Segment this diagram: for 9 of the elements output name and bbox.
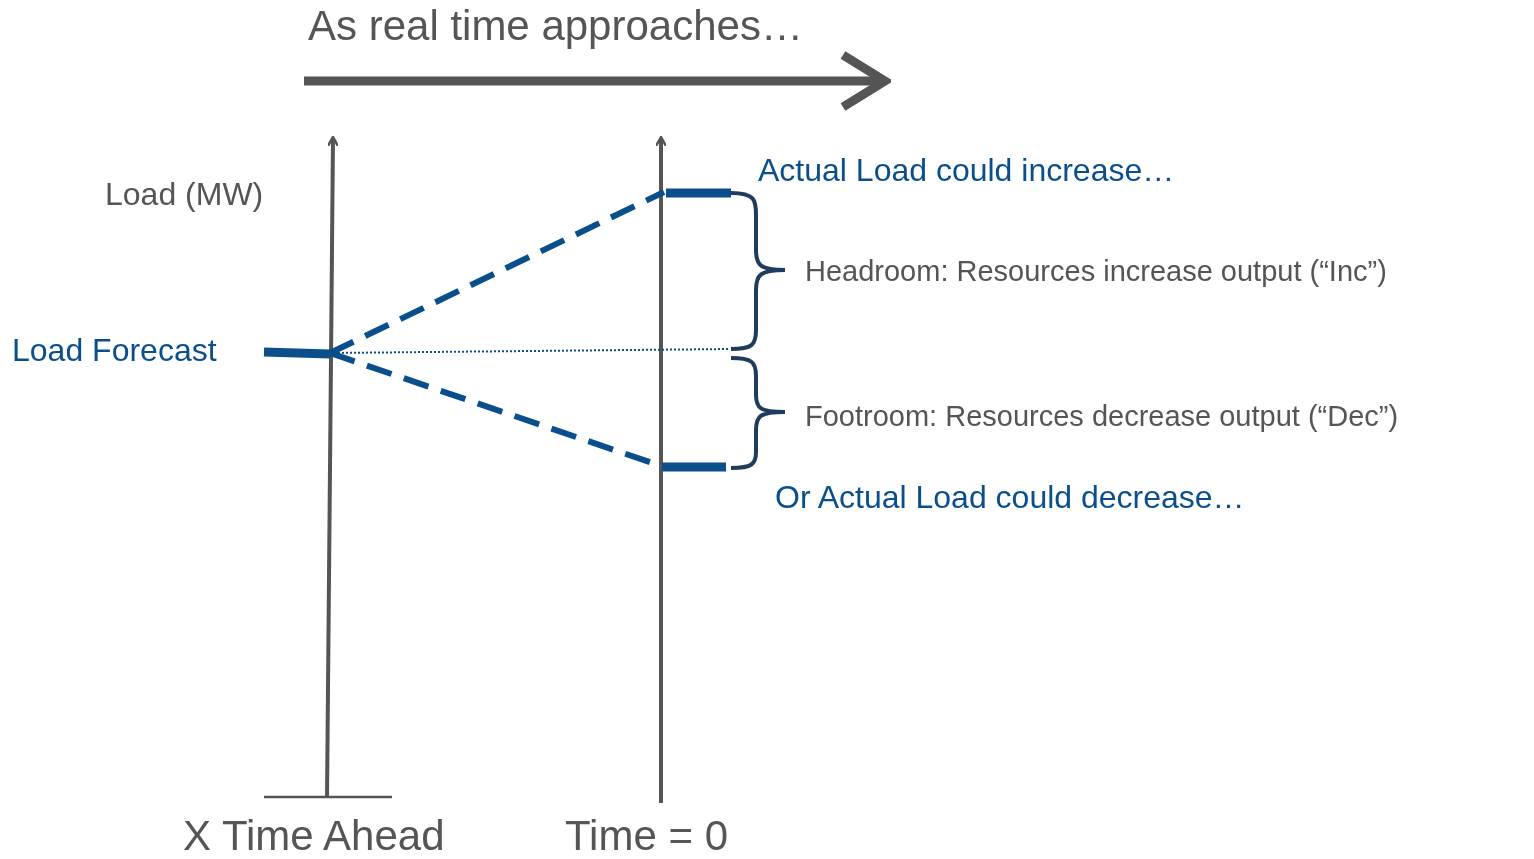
annotation-text: Actual Load could increase…	[758, 152, 1175, 189]
annotation-text: Footroom: Resources decrease output (“Dec”)	[805, 400, 1399, 434]
heading: As real time approaches…	[308, 2, 803, 51]
annotation-text: Or Actual Load could decrease…	[775, 479, 1245, 516]
axis-label: Time = 0	[565, 812, 728, 859]
axis-label: X Time Ahead	[183, 812, 445, 859]
axis-label: Load (MW)	[105, 176, 264, 213]
series-label: Load Forecast	[12, 332, 217, 369]
annotation-text: Headroom: Resources increase output (“Inc”)	[805, 255, 1387, 289]
